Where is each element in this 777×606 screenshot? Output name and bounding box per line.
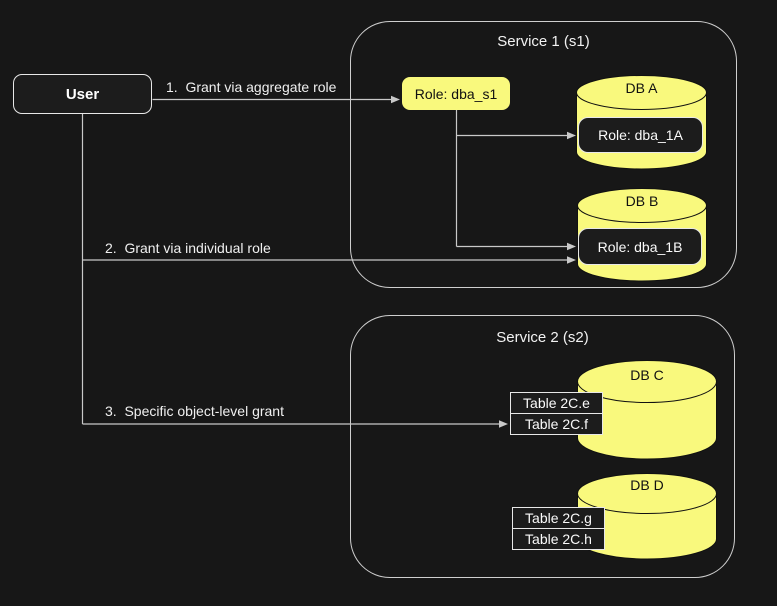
db-d-cylinder: DB D — [577, 473, 717, 560]
db-c-table-f: Table 2C.f — [510, 413, 603, 435]
aggregate-role-node: Role: dba_s1 — [402, 77, 510, 110]
service2-title: Service 2 (s2) — [496, 329, 589, 346]
user-node: User — [13, 74, 152, 114]
db-d-table-g: Table 2C.g — [512, 507, 605, 529]
db-c-cylinder: DB C — [577, 360, 717, 460]
user-node-label: User — [65, 85, 100, 103]
db-d-table-h: Table 2C.h — [512, 528, 605, 550]
service1-container: Service 1 (s1) — [350, 21, 737, 288]
cylinder-shape — [577, 473, 717, 560]
db-b-label: DB B — [625, 193, 659, 209]
db-a-label: DB A — [625, 80, 658, 96]
edge2-label: 2. Grant via individual role — [105, 240, 271, 256]
db-c-label: DB C — [630, 367, 664, 383]
edge1-label: 1. Grant via aggregate role — [166, 79, 337, 95]
edge3-label: 3. Specific object-level grant — [105, 403, 284, 419]
cylinder-shape — [577, 360, 717, 460]
db-c-table-e: Table 2C.e — [510, 392, 603, 414]
db-a-role-node: Role: dba_1A — [578, 117, 703, 153]
db-d-label: DB D — [630, 477, 664, 493]
db-b-role-node: Role: dba_1B — [578, 228, 702, 265]
service2-container: Service 2 (s2) — [350, 315, 735, 578]
service1-title: Service 1 (s1) — [497, 33, 590, 50]
